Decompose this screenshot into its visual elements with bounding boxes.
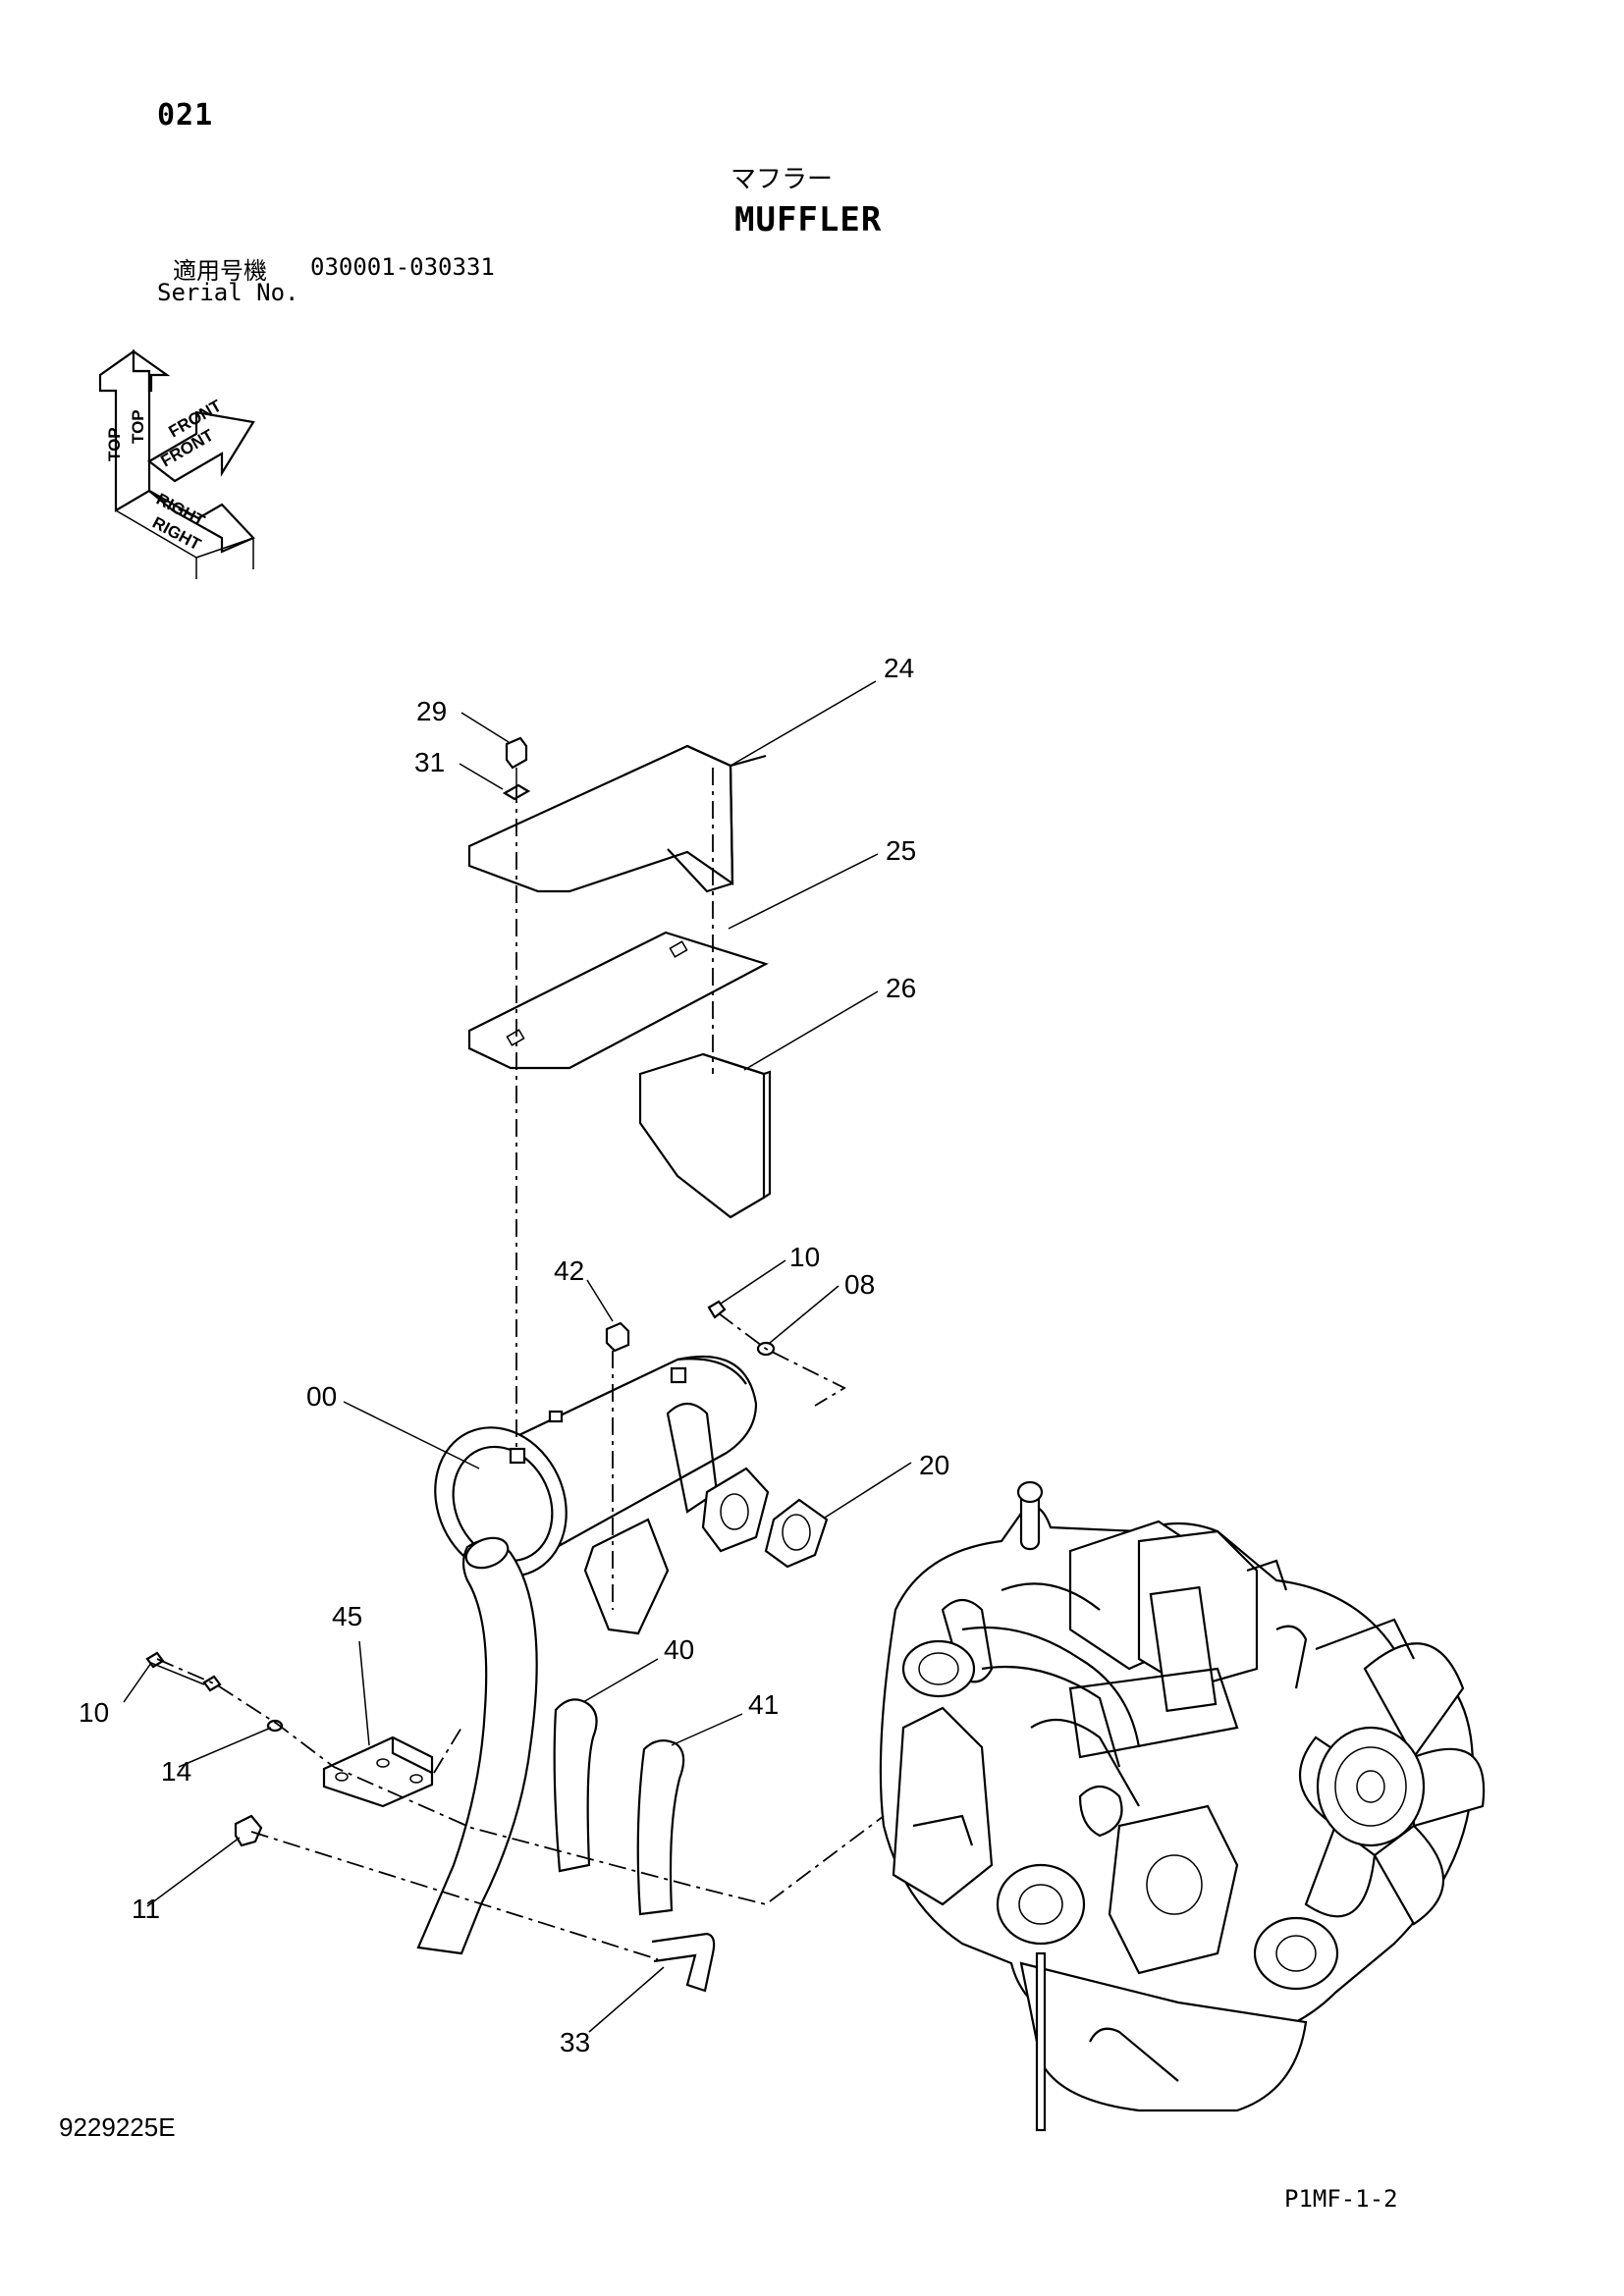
cooling-fan [1298,1642,1486,1926]
orientation-top-label: TOP [105,427,124,461]
callout-10-upper: 10 [789,1242,820,1272]
callout-41: 41 [748,1689,779,1720]
callout-42: 42 [554,1255,584,1286]
page-number: 021 [157,98,214,133]
top-arrow-head-icon [132,348,171,393]
callout-24: 24 [884,653,914,683]
callout-20: 20 [919,1450,949,1480]
callout-25: 25 [886,835,916,866]
part-40-hose [553,1698,598,1873]
part-41-hose [636,1738,685,1916]
front-arrow-icon [147,410,255,483]
engine-assembly [879,1480,1486,2132]
callout-31: 31 [414,747,445,777]
page-code: P1MF-1-2 [1284,2185,1398,2213]
callout-08: 08 [844,1269,875,1300]
part-26-insulator [638,1052,772,1219]
part-00-muffler [434,1355,770,1635]
right-arrow-icon [148,490,255,554]
callout-40: 40 [664,1634,694,1665]
serial-range: 030001-030331 [310,253,495,281]
callout-00: 00 [306,1381,337,1412]
part-11-bolt [234,1814,263,1847]
part-10-bolt-upper [707,1300,727,1319]
callout-33: 33 [560,2027,590,2057]
page-title: MUFFLER [734,200,883,240]
callout-45: 45 [332,1601,362,1631]
part-33-pipe [651,1932,716,1993]
orientation-top-label-2: TOP [129,409,147,444]
title-japanese: マフラー [731,165,834,194]
part-25-plate [467,931,769,1070]
callout-11: 11 [132,1894,160,1924]
orientation-indicator: TOP TOP FRONT FRONT RIGHT RIGHT [98,348,255,579]
document-number: 9229225E [59,2112,176,2142]
callout-26: 26 [886,973,916,1003]
part-20-gasket [764,1498,829,1569]
part-14-washer [266,1719,284,1733]
part-45-bracket [322,1735,434,1808]
part-29-bolt [505,736,528,785]
serial-label-japanese: 適用号機 [173,257,267,285]
callout-14: 14 [161,1756,191,1787]
callout-29: 29 [416,696,447,726]
serial-label: Serial No. [157,279,299,306]
part-42-plug [605,1321,630,1353]
callout-10-lower: 10 [79,1697,109,1728]
